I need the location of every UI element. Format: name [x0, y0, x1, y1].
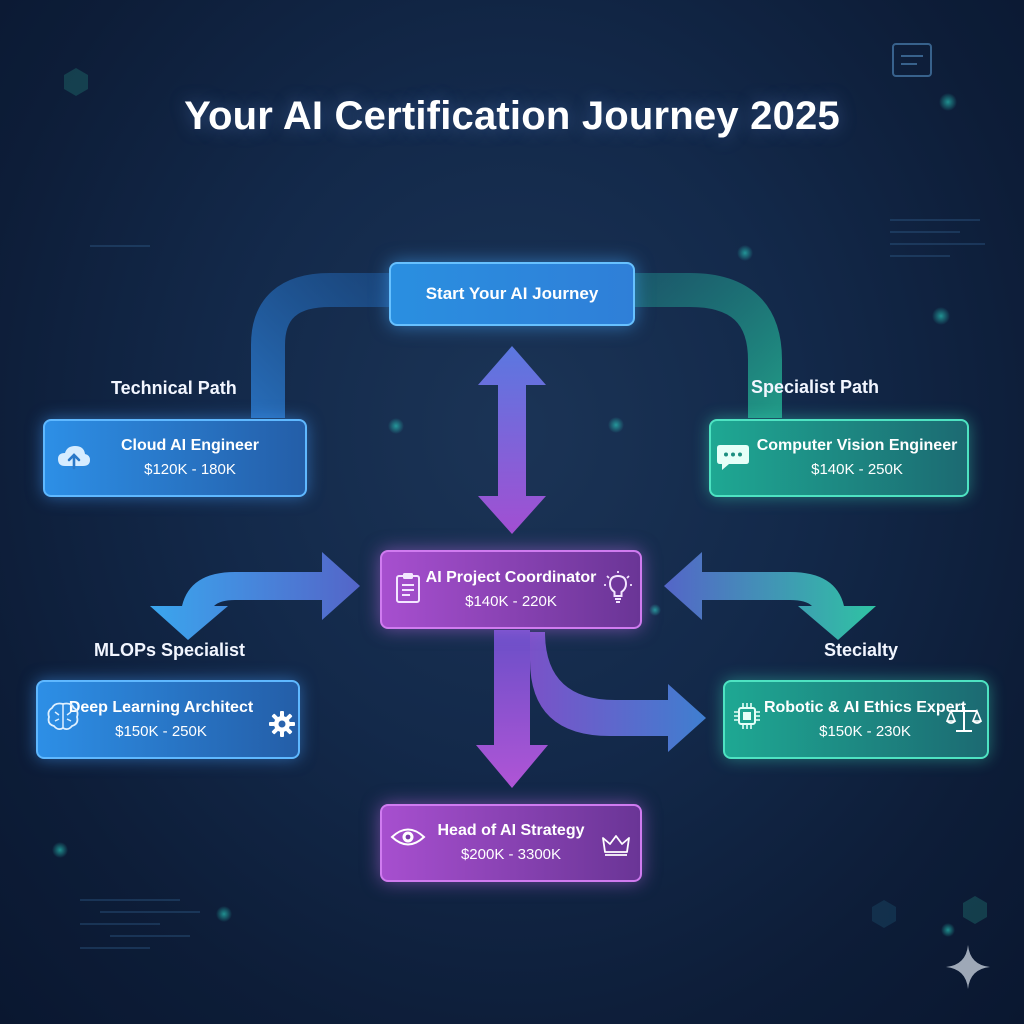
background-glow-dots — [52, 93, 957, 937]
node-salary: $120K - 180K — [144, 461, 236, 478]
arrow-coordinator-mlops — [150, 552, 360, 640]
node-salary: $150K - 250K — [115, 722, 207, 740]
crown-icon — [602, 834, 630, 856]
node-salary: $200K - 3300K — [460, 846, 562, 863]
cloud-upload-icon — [56, 442, 92, 472]
background-hexagons — [64, 68, 987, 928]
arrow-coordinator-specialty — [664, 552, 876, 640]
scales-icon — [946, 704, 982, 734]
brain-icon — [46, 700, 80, 732]
node-role: Head of AI Strategy — [437, 822, 585, 839]
arc-technical-path — [251, 273, 392, 418]
node-salary: $140K - 220K — [465, 592, 557, 610]
arrow-coordinator-robotic — [530, 632, 706, 752]
arc-specialist-path — [632, 273, 782, 418]
specialist-path-label: Specialist Path — [751, 377, 880, 397]
specialty-label: Stecialty — [824, 640, 899, 660]
computer-vision-engineer-node[interactable]: Computer Vision Engineer $140K - 250K — [709, 419, 969, 497]
node-role: AI Project Coordinator — [425, 568, 597, 586]
node-role: Robotic & AI Ethics Expert — [763, 698, 967, 716]
deep-learning-architect-node[interactable]: Deep Learning Architect $150K - 250K — [36, 680, 300, 759]
start-journey-node[interactable]: Start Your AI Journey — [389, 262, 635, 326]
clipboard-icon — [395, 572, 421, 604]
chat-bubble-icon — [716, 442, 750, 472]
head-of-ai-strategy-node[interactable]: Head of AI Strategy $200K - 3300K — [380, 804, 642, 882]
sparkle-icon — [944, 943, 992, 991]
mlops-specialist-label: MLOPs Specialist — [94, 640, 246, 660]
node-role: Computer Vision Engineer — [756, 437, 958, 454]
chat-window-icon — [892, 43, 932, 77]
node-salary: $140K - 250K — [811, 461, 903, 478]
lightbulb-icon — [603, 570, 633, 604]
gear-icon — [268, 710, 296, 738]
ai-project-coordinator-node[interactable]: AI Project Coordinator $140K - 220K — [380, 550, 642, 629]
node-salary: $150K - 230K — [819, 722, 911, 740]
node-role: Deep Learning Architect — [68, 698, 254, 716]
technical-path-label: Technical Path — [111, 378, 237, 398]
robotic-ai-ethics-expert-node[interactable]: Robotic & AI Ethics Expert $150K - 230K — [723, 680, 989, 759]
chip-icon — [733, 702, 761, 730]
node-role: Cloud AI Engineer — [120, 437, 260, 454]
start-journey-label: Start Your AI Journey — [425, 284, 599, 303]
eye-icon — [390, 826, 426, 848]
page-title: Your AI Certification Journey 2025 — [184, 94, 840, 138]
double-arrow-start-coordinator — [478, 346, 546, 534]
background-circuit-lines — [80, 219, 985, 949]
arrow-coordinator-head — [476, 630, 548, 788]
